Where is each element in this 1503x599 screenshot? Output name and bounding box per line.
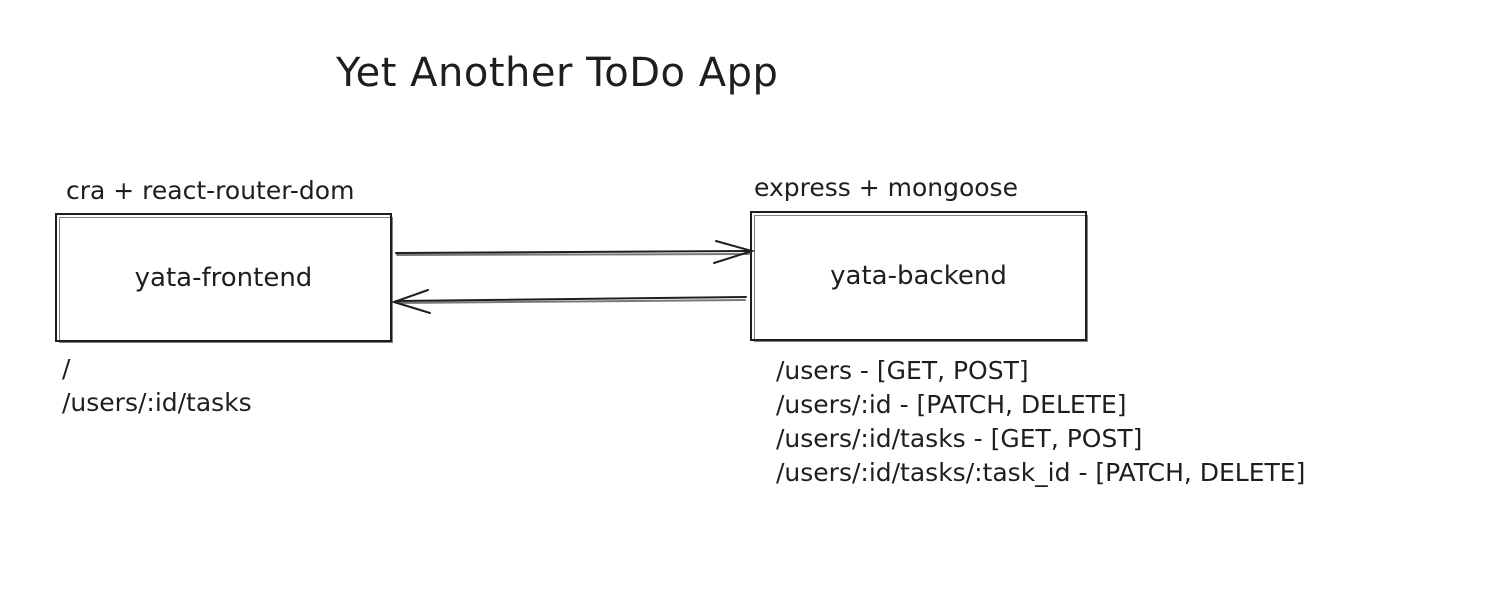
- diagram-title: Yet Another ToDo App: [336, 50, 779, 96]
- backend-routes-list: /users - [GET, POST] /users/:id - [PATCH…: [776, 354, 1305, 490]
- arrow-frontend-to-backend: [395, 240, 756, 264]
- frontend-box-label: yata-frontend: [134, 262, 313, 293]
- frontend-route: /users/:id/tasks: [62, 388, 252, 417]
- arrow-backend-to-frontend: [390, 289, 747, 314]
- backend-route: /users/:id/tasks/:task_id - [PATCH, DELE…: [776, 458, 1306, 487]
- frontend-route: /: [62, 354, 71, 383]
- backend-route: /users/:id - [PATCH, DELETE]: [776, 390, 1127, 419]
- backend-route: /users - [GET, POST]: [776, 356, 1029, 385]
- frontend-stack-caption: cra + react-router-dom: [66, 176, 355, 205]
- backend-box-label: yata-backend: [830, 261, 1007, 291]
- backend-route: /users/:id/tasks - [GET, POST]: [776, 424, 1143, 453]
- frontend-routes-list: / /users/:id/tasks: [62, 352, 252, 420]
- backend-stack-caption: express + mongoose: [754, 173, 1018, 202]
